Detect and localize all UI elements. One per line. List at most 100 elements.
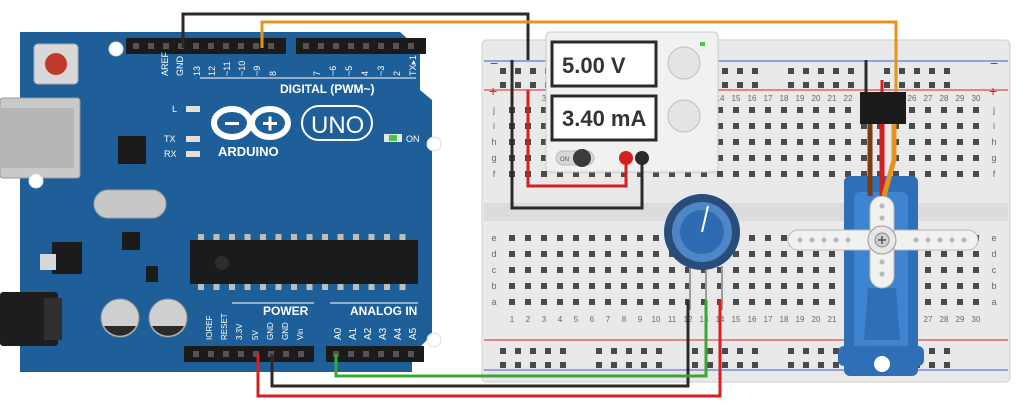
breadboard-hole[interactable] bbox=[557, 283, 563, 289]
header-pin[interactable] bbox=[223, 43, 229, 49]
breadboard-hole[interactable] bbox=[717, 267, 723, 273]
header-pin[interactable] bbox=[303, 43, 309, 49]
breadboard-hole[interactable] bbox=[541, 251, 547, 257]
breadboard-hole[interactable] bbox=[813, 251, 819, 257]
breadboard-hole[interactable] bbox=[573, 283, 579, 289]
breadboard-hole[interactable] bbox=[509, 283, 515, 289]
breadboard-hole[interactable] bbox=[589, 235, 595, 241]
header-pin[interactable] bbox=[363, 351, 369, 357]
rail-hole[interactable] bbox=[884, 68, 890, 74]
rail-hole[interactable] bbox=[929, 348, 935, 354]
breadboard-hole[interactable] bbox=[909, 171, 915, 177]
breadboard-hole[interactable] bbox=[973, 267, 979, 273]
breadboard-hole[interactable] bbox=[717, 139, 723, 145]
breadboard-hole[interactable] bbox=[845, 123, 851, 129]
header-pin[interactable] bbox=[378, 351, 384, 357]
rail-hole[interactable] bbox=[530, 82, 536, 88]
breadboard-hole[interactable] bbox=[781, 299, 787, 305]
breadboard-hole[interactable] bbox=[653, 267, 659, 273]
breadboard-hole[interactable] bbox=[765, 283, 771, 289]
rail-hole[interactable] bbox=[722, 348, 728, 354]
header-pin[interactable] bbox=[283, 351, 289, 357]
breadboard-hole[interactable] bbox=[557, 299, 563, 305]
breadboard-hole[interactable] bbox=[781, 139, 787, 145]
breadboard-hole[interactable] bbox=[589, 283, 595, 289]
breadboard-hole[interactable] bbox=[637, 171, 643, 177]
rail-hole[interactable] bbox=[929, 82, 935, 88]
breadboard-hole[interactable] bbox=[621, 251, 627, 257]
rail-hole[interactable] bbox=[515, 68, 521, 74]
rail-hole[interactable] bbox=[722, 82, 728, 88]
breadboard-hole[interactable] bbox=[733, 283, 739, 289]
breadboard-hole[interactable] bbox=[605, 235, 611, 241]
breadboard-hole[interactable] bbox=[717, 171, 723, 177]
breadboard-hole[interactable] bbox=[509, 235, 515, 241]
breadboard-hole[interactable] bbox=[637, 299, 643, 305]
breadboard-hole[interactable] bbox=[973, 107, 979, 113]
breadboard-hole[interactable] bbox=[797, 171, 803, 177]
breadboard-hole[interactable] bbox=[781, 171, 787, 177]
rail-hole[interactable] bbox=[788, 362, 794, 368]
rail-hole[interactable] bbox=[515, 362, 521, 368]
breadboard-hole[interactable] bbox=[813, 139, 819, 145]
breadboard-hole[interactable] bbox=[717, 283, 723, 289]
breadboard-hole[interactable] bbox=[701, 283, 707, 289]
rail-hole[interactable] bbox=[848, 68, 854, 74]
breadboard-hole[interactable] bbox=[781, 251, 787, 257]
breadboard-hole[interactable] bbox=[925, 171, 931, 177]
rail-hole[interactable] bbox=[545, 362, 551, 368]
breadboard-hole[interactable] bbox=[797, 123, 803, 129]
breadboard-hole[interactable] bbox=[781, 107, 787, 113]
breadboard-hole[interactable] bbox=[909, 155, 915, 161]
rail-hole[interactable] bbox=[500, 348, 506, 354]
breadboard-hole[interactable] bbox=[701, 267, 707, 273]
breadboard-hole[interactable] bbox=[765, 267, 771, 273]
breadboard-hole[interactable] bbox=[941, 283, 947, 289]
rail-hole[interactable] bbox=[596, 362, 602, 368]
rail-hole[interactable] bbox=[626, 362, 632, 368]
breadboard-hole[interactable] bbox=[733, 251, 739, 257]
header-pin[interactable] bbox=[193, 351, 199, 357]
breadboard-hole[interactable] bbox=[685, 267, 691, 273]
breadboard-hole[interactable] bbox=[541, 235, 547, 241]
breadboard-hole[interactable] bbox=[605, 251, 611, 257]
header-pin[interactable] bbox=[348, 351, 354, 357]
rail-hole[interactable] bbox=[944, 82, 950, 88]
breadboard-hole[interactable] bbox=[829, 267, 835, 273]
breadboard-hole[interactable] bbox=[525, 267, 531, 273]
rail-hole[interactable] bbox=[530, 362, 536, 368]
breadboard-hole[interactable] bbox=[621, 171, 627, 177]
breadboard-hole[interactable] bbox=[781, 283, 787, 289]
rail-hole[interactable] bbox=[692, 348, 698, 354]
breadboard-hole[interactable] bbox=[637, 251, 643, 257]
breadboard-hole[interactable] bbox=[589, 267, 595, 273]
reset-button-cap[interactable] bbox=[45, 53, 67, 75]
rail-hole[interactable] bbox=[656, 362, 662, 368]
breadboard-hole[interactable] bbox=[765, 107, 771, 113]
breadboard-hole[interactable] bbox=[765, 155, 771, 161]
breadboard-hole[interactable] bbox=[573, 171, 579, 177]
breadboard-hole[interactable] bbox=[541, 123, 547, 129]
header-pin[interactable] bbox=[298, 351, 304, 357]
breadboard-hole[interactable] bbox=[669, 267, 675, 273]
breadboard-hole[interactable] bbox=[637, 267, 643, 273]
breadboard-hole[interactable] bbox=[813, 283, 819, 289]
breadboard-hole[interactable] bbox=[797, 107, 803, 113]
breadboard-hole[interactable] bbox=[925, 251, 931, 257]
breadboard-hole[interactable] bbox=[813, 299, 819, 305]
rail-hole[interactable] bbox=[752, 68, 758, 74]
rail-hole[interactable] bbox=[803, 348, 809, 354]
rail-hole[interactable] bbox=[752, 348, 758, 354]
breadboard-hole[interactable] bbox=[813, 171, 819, 177]
header-pin[interactable] bbox=[223, 351, 229, 357]
breadboard-hole[interactable] bbox=[781, 155, 787, 161]
breadboard-hole[interactable] bbox=[765, 235, 771, 241]
rail-hole[interactable] bbox=[737, 82, 743, 88]
breadboard-hole[interactable] bbox=[749, 235, 755, 241]
rail-hole[interactable] bbox=[818, 348, 824, 354]
breadboard-hole[interactable] bbox=[525, 235, 531, 241]
breadboard-hole[interactable] bbox=[941, 171, 947, 177]
header-pin[interactable] bbox=[193, 43, 199, 49]
rail-hole[interactable] bbox=[929, 362, 935, 368]
breadboard-hole[interactable] bbox=[909, 139, 915, 145]
